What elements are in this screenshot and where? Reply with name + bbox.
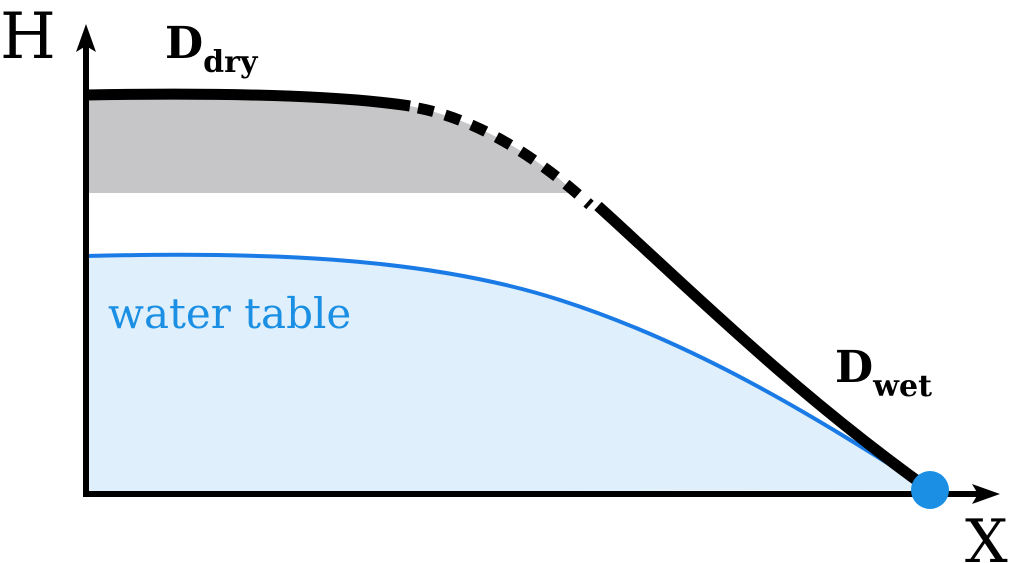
surface-line-wet — [594, 201, 934, 495]
wet-label-symbol: D — [835, 342, 873, 393]
y-axis-arrowhead — [76, 24, 96, 52]
dry-label-symbol: D — [165, 18, 203, 69]
water-table-line — [85, 252, 932, 492]
y-axis-label: H — [0, 0, 56, 74]
water-table-label: water table — [108, 289, 351, 338]
surface-line-dry — [85, 88, 411, 112]
dry-label: Ddry — [165, 18, 259, 80]
saturated-zone-fill — [86, 254, 930, 492]
surface-line-transition — [416, 102, 594, 210]
x-axis-label: X — [965, 507, 1008, 563]
dry-label-subscript: dry — [203, 45, 259, 80]
x-axis-arrowhead — [972, 484, 1000, 504]
seepage-point-marker — [911, 471, 949, 509]
wet-label-subscript: wet — [872, 369, 932, 404]
wet-label: Dwet — [835, 342, 932, 404]
